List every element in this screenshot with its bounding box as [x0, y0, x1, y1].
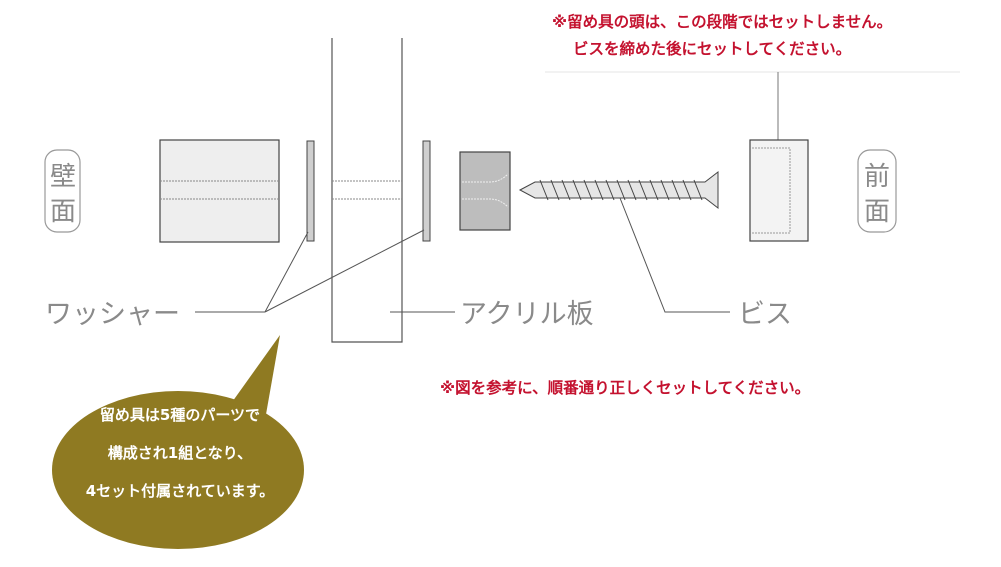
acrylic-plate	[331, 38, 403, 343]
spacer-block	[159, 139, 280, 243]
washer-back	[306, 140, 315, 242]
front-face-char2: 面	[864, 197, 890, 227]
wall-face-box	[44, 149, 81, 233]
acrylic-label: アクリル板	[460, 299, 594, 330]
top-note-line1: ※留め具の頭は、この段階ではセットしません。	[552, 12, 892, 31]
screw	[518, 170, 719, 210]
screw-label: ビス	[738, 299, 792, 330]
front-face-box	[857, 149, 897, 233]
wall-face-char1: 壁	[50, 162, 76, 192]
bubble-line3: 4セット付属されています。	[86, 482, 275, 500]
speech-bubble: 留め具は5種のパーツで 構成され1組となり、 4セット付属されています。	[52, 335, 304, 549]
wall-face-char2: 面	[50, 197, 76, 227]
anchor	[459, 151, 511, 231]
bubble-line2: 構成され1組となり、	[108, 444, 252, 462]
leader-lines	[195, 197, 730, 313]
washer-label: ワッシャー	[45, 299, 180, 330]
top-note-line2: ビスを締めた後にセットしてください。	[573, 39, 851, 58]
washer-front	[422, 140, 431, 242]
bottom-note: ※図を参考に、順番通り正しくセットしてください。	[440, 378, 810, 397]
bubble-line1: 留め具は5種のパーツで	[100, 406, 260, 424]
cap-inner-line	[752, 147, 791, 234]
anchor-hole	[462, 173, 509, 208]
screw-cap	[749, 139, 809, 242]
front-face-char1: 前	[864, 162, 890, 192]
